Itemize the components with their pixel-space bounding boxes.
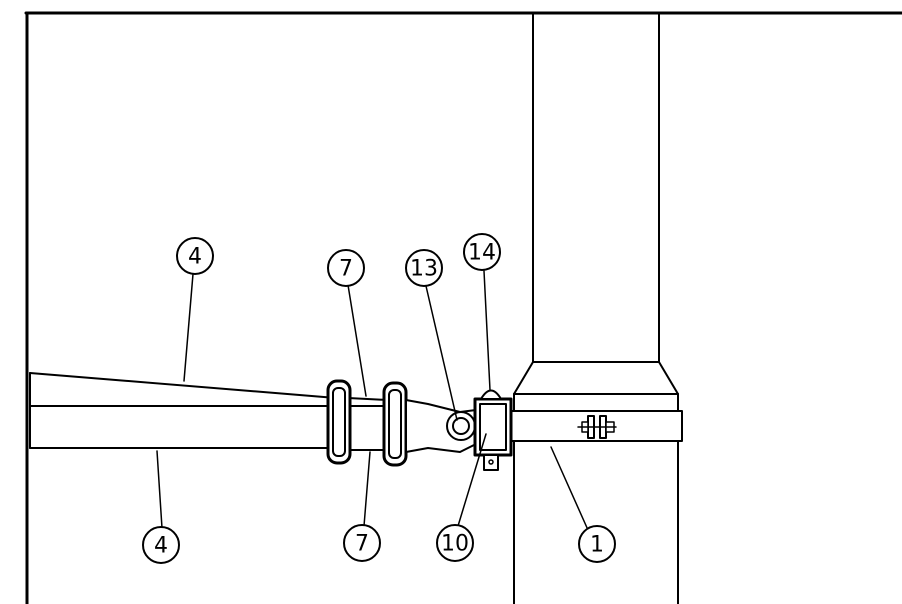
callout-10: 10	[436, 524, 474, 562]
vertical-column	[513, 12, 679, 604]
callout-label: 4	[188, 245, 202, 270]
coupler-2	[382, 381, 408, 467]
coupler-1	[326, 379, 352, 465]
callouts: 4 7 13 14 4 7 10 1	[142, 233, 616, 564]
callout-label: 10	[441, 532, 469, 557]
callout-label: 7	[339, 257, 353, 282]
callout-14: 14	[463, 233, 501, 271]
callout-7-top: 7	[327, 249, 365, 287]
callout-label: 1	[590, 533, 604, 558]
callout-7-bottom: 7	[343, 524, 381, 562]
callout-13: 13	[405, 249, 443, 287]
callout-label: 7	[355, 532, 369, 557]
tubes	[29, 372, 389, 451]
callout-label: 14	[468, 241, 496, 266]
column-clamp-band	[509, 410, 683, 442]
callout-1: 1	[578, 525, 616, 563]
callout-4-bottom: 4	[142, 526, 180, 564]
callout-4-top: 4	[176, 237, 214, 275]
callout-label: 13	[410, 257, 438, 282]
leader-lines	[156, 270, 589, 531]
swivel-connector	[405, 389, 513, 471]
callout-label: 4	[154, 534, 168, 559]
drawing-frame	[24, 11, 902, 604]
